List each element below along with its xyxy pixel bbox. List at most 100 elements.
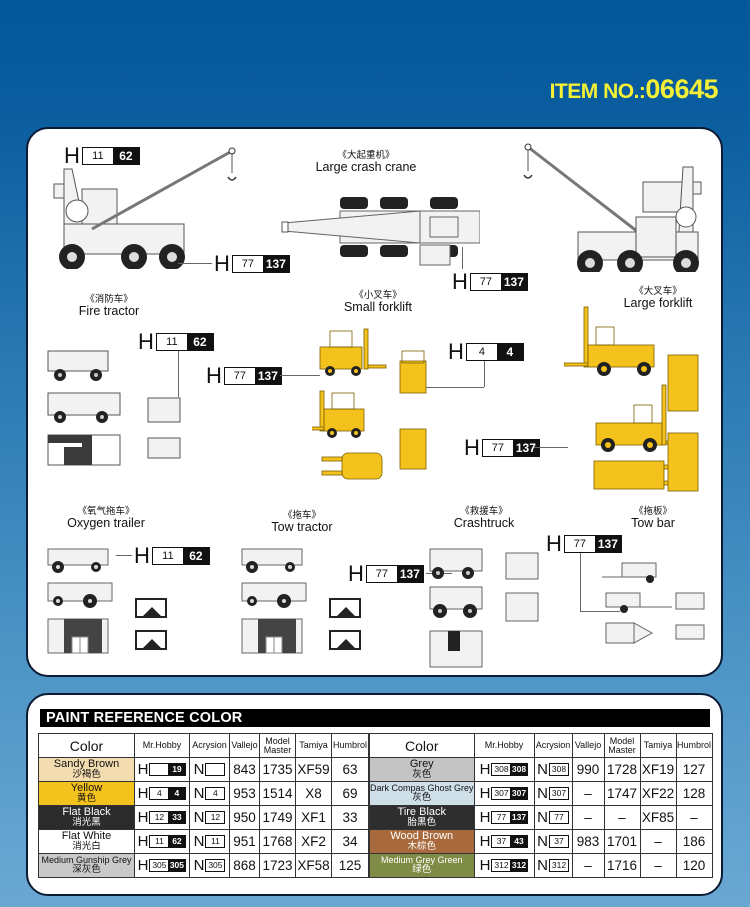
color-swatch-cell: Medium Grey Green 绿色 bbox=[369, 853, 475, 878]
tamiya-cell: XF58 bbox=[295, 853, 332, 878]
color-name: Yellow bbox=[70, 782, 103, 795]
acrysion-code: 307 bbox=[548, 787, 569, 800]
humbrol-cell: – bbox=[675, 805, 713, 830]
column-header-tamiya: Tamiya bbox=[639, 733, 677, 758]
caption-cn: 《氧气拖车》 bbox=[77, 506, 135, 517]
leader-line bbox=[280, 375, 320, 376]
humbrol-cell: 69 bbox=[331, 781, 369, 806]
column-header-acrysion: Acrysion bbox=[533, 733, 573, 758]
acrysion-code: 308 bbox=[548, 763, 569, 776]
model-master-cell: 1735 bbox=[259, 757, 296, 782]
caption-en: Crashtruck bbox=[453, 516, 515, 531]
color-swatch-cell: Tire Black 胎黑色 bbox=[369, 805, 475, 830]
mrhobby-black-code: 137 bbox=[510, 812, 528, 823]
acrysion-cell: N bbox=[189, 757, 230, 782]
callout-white: 77 bbox=[470, 274, 501, 290]
model-master-cell: 1747 bbox=[603, 781, 641, 806]
caption-cn: 《救援车》 bbox=[460, 506, 508, 517]
tamiya-cell: – bbox=[639, 829, 677, 854]
callout-prefix: H bbox=[546, 531, 562, 556]
color-name-cn: 灰色 bbox=[412, 769, 432, 781]
mrhobby-white-code: 37 bbox=[492, 836, 511, 847]
color-name: Flat Black bbox=[62, 806, 111, 819]
acrysion-code: 12 bbox=[205, 811, 226, 824]
tamiya-cell: XF1 bbox=[295, 805, 332, 830]
column-header-model-master: Model Master bbox=[603, 733, 641, 758]
callout-white: 77 bbox=[224, 368, 255, 384]
mrhobby-white-code: 12 bbox=[150, 812, 169, 823]
color-name-cn: 消光黑 bbox=[72, 817, 101, 829]
color-name-cn: 木棕色 bbox=[407, 841, 437, 853]
mrhobby-black-code: 305 bbox=[168, 860, 186, 871]
caption-cn: 《消防车》 bbox=[85, 294, 133, 305]
model-master-cell: 1768 bbox=[259, 829, 296, 854]
tamiya-cell: XF22 bbox=[639, 781, 677, 806]
caption-tow-bar: 《拖板》 Tow bar bbox=[618, 506, 688, 531]
color-name-cn: 消光白 bbox=[72, 841, 101, 853]
paint-reference-panel: PAINT REFERENCE COLOR Color Mr.Hobby Acr… bbox=[26, 693, 723, 896]
color-name-cn: 胎黑色 bbox=[407, 817, 437, 829]
table-header-row: Color Mr.Hobby Acrysion Vallejo Model Ma… bbox=[38, 733, 369, 758]
large-crash-crane-top-drawing bbox=[281, 197, 480, 266]
mrhobby-white-code: 312 bbox=[492, 860, 511, 871]
tamiya-cell: XF19 bbox=[639, 757, 677, 782]
crashtruck-drawings bbox=[429, 548, 539, 668]
caption-en: Fire tractor bbox=[78, 304, 140, 319]
mrhobby-white-code: 77 bbox=[492, 812, 511, 823]
mrhobby-white-code: 4 bbox=[150, 788, 169, 799]
large-forklift-drawings bbox=[564, 306, 699, 492]
mrhobby-white-code: 307 bbox=[492, 788, 511, 799]
callout-white: 11 bbox=[82, 148, 113, 164]
caption-oxygen-trailer: 《氧气拖车》 Oxygen trailer bbox=[56, 506, 156, 531]
callout-black: 137 bbox=[512, 440, 539, 456]
small-forklift-drawings bbox=[312, 328, 427, 480]
callout-black: 137 bbox=[396, 566, 423, 582]
large-crash-crane-side-right-drawing bbox=[523, 143, 702, 272]
acrysion-code: 305 bbox=[205, 859, 226, 872]
mrhobby-black-code: 33 bbox=[168, 812, 186, 823]
model-master-cell: 1749 bbox=[259, 805, 296, 830]
leader-line bbox=[534, 447, 568, 448]
paint-table-left: Color Mr.Hobby Acrysion Vallejo Model Ma… bbox=[38, 733, 369, 878]
table-header-row: Color Mr.Hobby Acrysion Vallejo Model Ma… bbox=[369, 733, 713, 758]
caption-fire-tractor: 《消防车》 Fire tractor bbox=[64, 294, 154, 319]
humbrol-cell: 128 bbox=[675, 781, 713, 806]
color-name-cn: 深灰色 bbox=[72, 864, 101, 876]
humbrol-cell: 33 bbox=[331, 805, 369, 830]
leader-line bbox=[580, 553, 581, 611]
caption-large-crash-crane: 《大起重机》 Large crash crane bbox=[286, 150, 446, 175]
vallejo-cell: 990 bbox=[571, 757, 605, 782]
acrysion-code: 312 bbox=[548, 859, 569, 872]
caption-large-forklift: 《大叉车》 Large forklift bbox=[608, 286, 708, 311]
caption-en: Large forklift bbox=[623, 296, 693, 311]
acrysion-code bbox=[205, 763, 226, 776]
humbrol-cell: 127 bbox=[675, 757, 713, 782]
humbrol-cell: 34 bbox=[331, 829, 369, 854]
color-name: Grey bbox=[409, 758, 434, 771]
humbrol-cell: 125 bbox=[331, 853, 369, 878]
tamiya-cell: XF2 bbox=[295, 829, 332, 854]
color-swatch-cell: Flat Black 消光黑 bbox=[38, 805, 135, 830]
caption-cn: 《大叉车》 bbox=[634, 286, 682, 297]
mrhobby-black-code: 308 bbox=[510, 764, 528, 775]
callout-white: 77 bbox=[564, 536, 595, 552]
color-name-cn: 灰色 bbox=[412, 792, 432, 804]
caption-cn: 《大起重机》 bbox=[337, 150, 395, 161]
